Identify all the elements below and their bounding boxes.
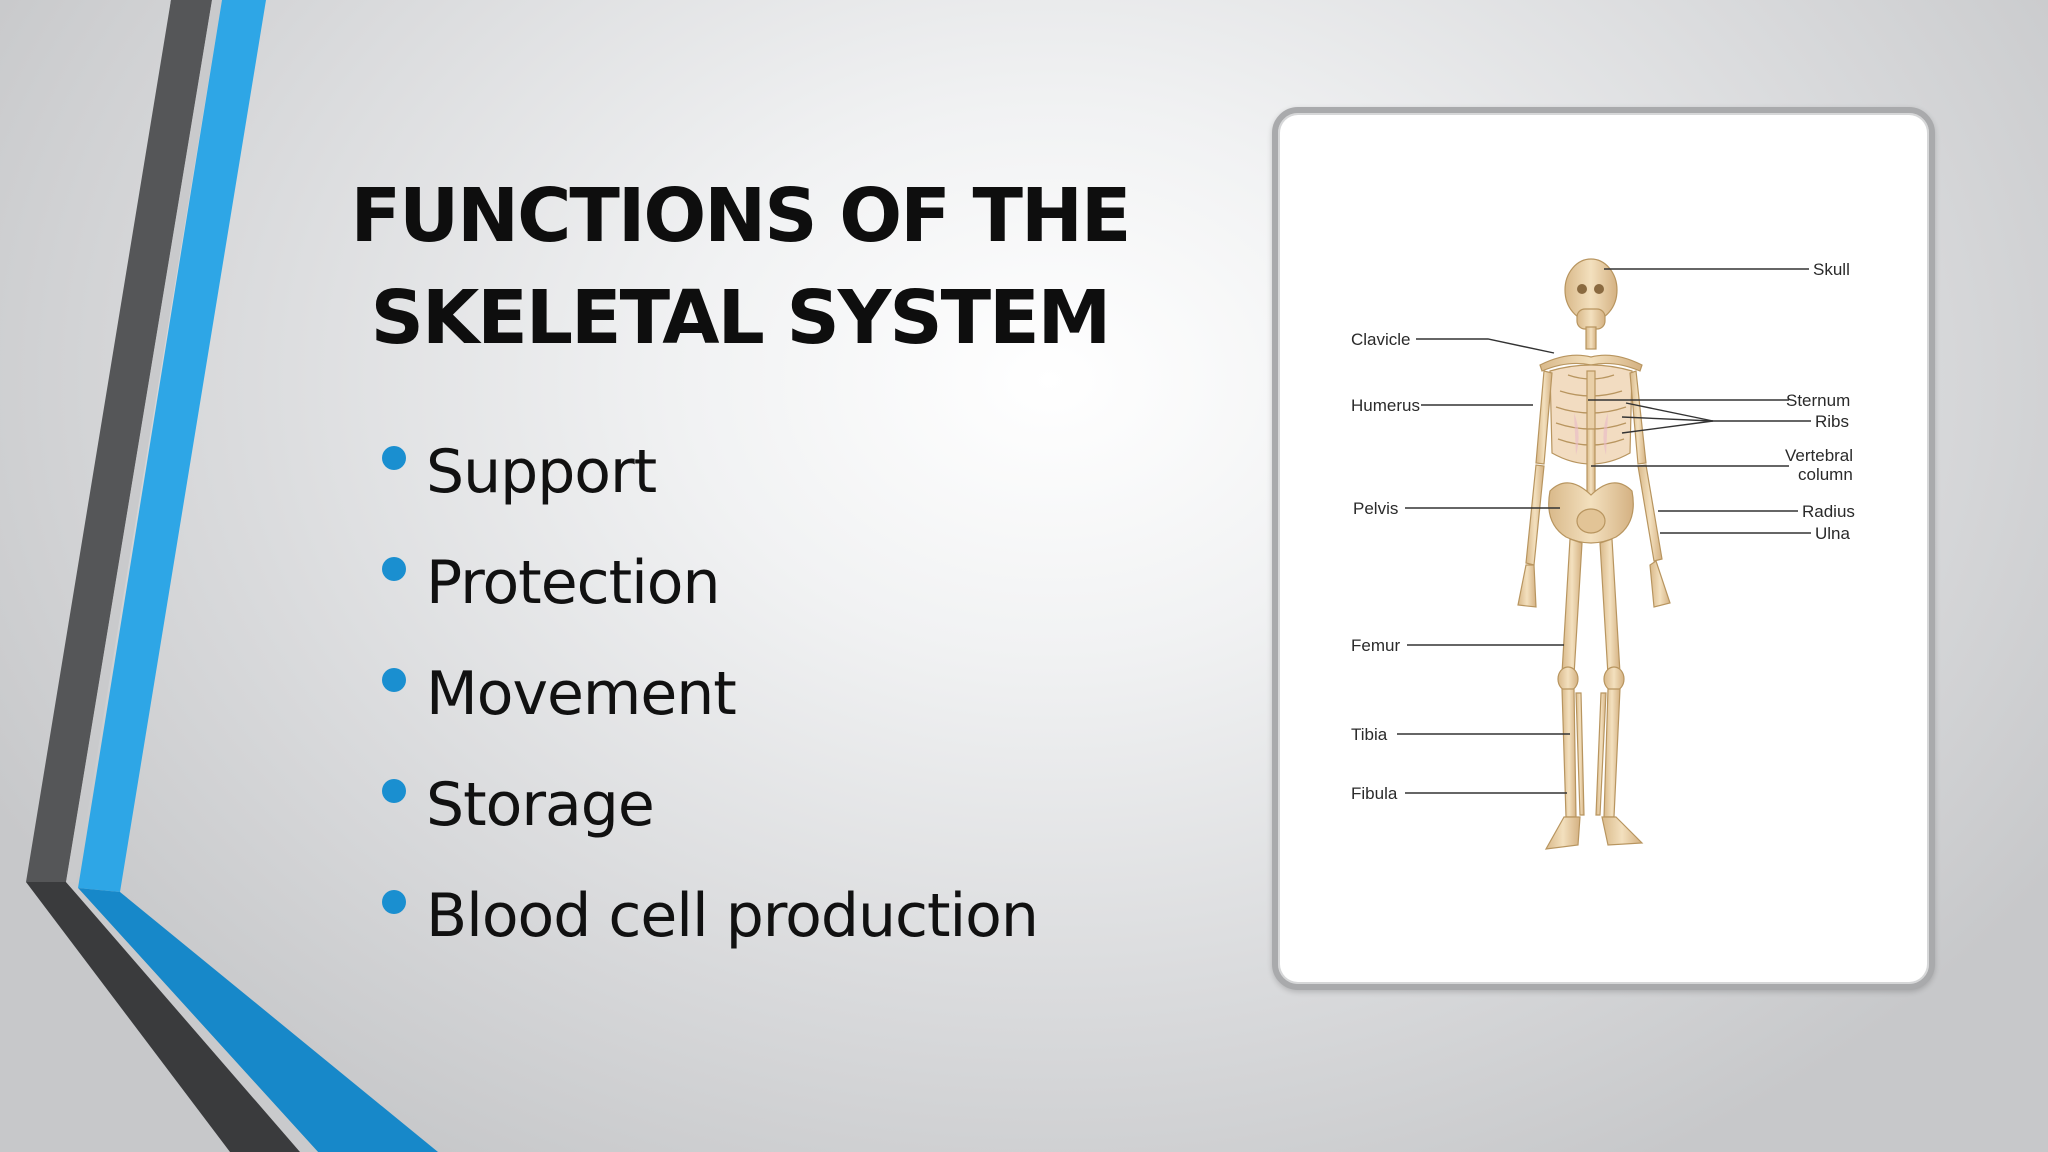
bullet-dot-icon <box>382 668 406 692</box>
bullet-text: Blood cell production <box>426 881 1039 951</box>
label-pelvis: Pelvis <box>1353 499 1398 518</box>
blue-band <box>78 0 266 892</box>
bullet-dot-icon <box>382 446 406 470</box>
dark-band-lower <box>26 882 310 1152</box>
skeleton-diagram: Skull Clavicle Sternum Ribs Humerus Vert… <box>1351 258 1855 850</box>
title-line-1: FUNCTIONS OF THE <box>350 173 1132 259</box>
label-clavicle: Clavicle <box>1351 330 1411 349</box>
bullet-text: Storage <box>426 770 655 840</box>
bullet-support: Support <box>380 425 1038 536</box>
label-vertebral: Vertebral <box>1785 446 1853 465</box>
bullet-blood-cell-production: Blood cell production <box>380 869 1039 980</box>
right-forearm-shape <box>1637 464 1663 562</box>
label-fibula: Fibula <box>1351 784 1398 803</box>
label-ribs: Ribs <box>1815 412 1849 431</box>
left-forearm-shape <box>1525 464 1545 566</box>
skeleton-figure <box>1517 258 1671 850</box>
blue-band-lower <box>78 888 438 1152</box>
label-humerus: Humerus <box>1351 396 1420 415</box>
bullet-text: Movement <box>426 659 737 729</box>
bullet-dot-icon <box>382 890 406 914</box>
title-line-2: SKELETAL SYSTEM <box>370 275 1112 361</box>
bullet-text: Protection <box>426 548 721 618</box>
clavicle-shape <box>1539 354 1643 372</box>
light-gap <box>66 0 222 882</box>
light-gap-lower <box>66 882 318 1152</box>
leader-lines <box>1397 268 1811 794</box>
label-tibia: Tibia <box>1351 725 1388 744</box>
slide-title: FUNCTIONS OF THE SKELETAL SYSTEM <box>300 165 1180 369</box>
bullet-movement: Movement <box>380 647 1038 758</box>
skeleton-image-frame: Skull Clavicle Sternum Ribs Humerus Vert… <box>1272 107 1935 990</box>
label-sternum: Sternum <box>1786 391 1850 410</box>
bullet-dot-icon <box>382 779 406 803</box>
bullet-storage: Storage <box>380 758 1038 869</box>
bullet-list: Support Protection Movement Storage Bloo… <box>380 425 1039 980</box>
bullet-protection: Protection <box>380 536 1038 647</box>
bullet-text: Support <box>426 437 657 507</box>
label-ulna: Ulna <box>1815 524 1851 543</box>
right-femur-shape <box>1599 538 1621 676</box>
label-column: column <box>1798 465 1853 484</box>
left-femur-shape <box>1561 538 1583 676</box>
diagram-labels: Skull Clavicle Sternum Ribs Humerus Vert… <box>1351 260 1855 803</box>
dark-band-left <box>26 0 212 882</box>
jaw-shape <box>1576 308 1606 330</box>
spine-shape <box>1586 428 1596 500</box>
label-skull: Skull <box>1813 260 1850 279</box>
right-tibia-shape <box>1603 688 1621 818</box>
label-femur: Femur <box>1351 636 1400 655</box>
left-tibia-shape <box>1561 688 1577 818</box>
label-radius: Radius <box>1802 502 1855 521</box>
left-humerus-shape <box>1535 370 1553 465</box>
bullet-dot-icon <box>382 557 406 581</box>
